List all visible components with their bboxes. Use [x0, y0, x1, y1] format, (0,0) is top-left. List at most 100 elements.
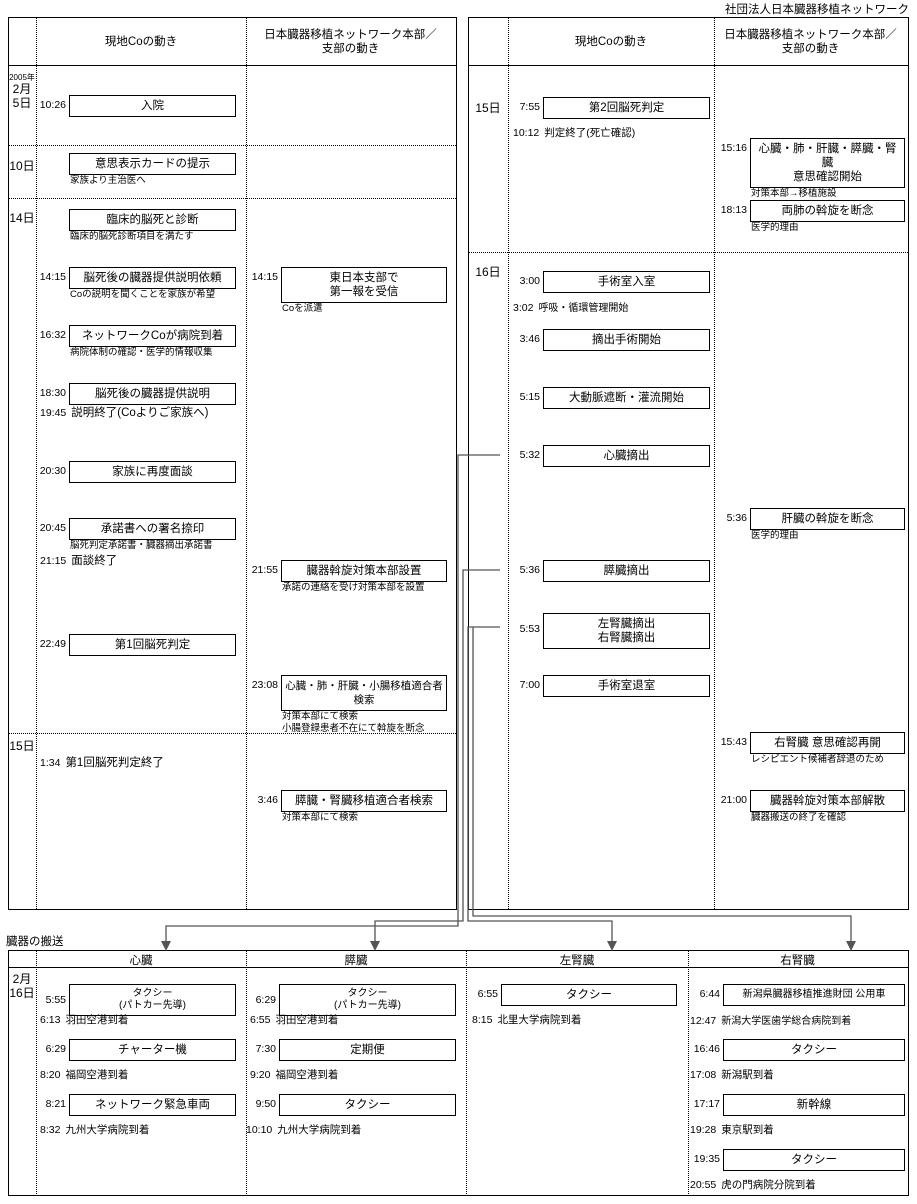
- event-time: 5:36: [726, 512, 747, 524]
- transport-heart-leg-2[interactable]: 6:29 チャーター機: [46, 1039, 236, 1061]
- arrival-time: 12:47: [690, 1015, 717, 1027]
- event-hq-intent-confirmation-start[interactable]: 15:16 心臓・肺・肝臓・膵臓・腎臓 意思確認開始 対策本部→移植施設: [721, 138, 905, 200]
- leg-box[interactable]: タクシー: [723, 1149, 905, 1171]
- event-box[interactable]: 心臓・肺・肝臓・膵臓・腎臓 意思確認開始: [750, 138, 905, 188]
- event-heart-procurement[interactable]: 5:32 心臓摘出: [520, 445, 710, 467]
- event-box[interactable]: 臓器斡旋対策本部解散: [750, 790, 905, 812]
- event-donation-explanation-request[interactable]: 14:15 脳死後の臓器提供説明依頼 Coの説明を聞くことを家族が希望: [40, 267, 236, 301]
- event-box[interactable]: 右腎臓 意思確認再開: [750, 732, 905, 754]
- event-box[interactable]: 両肺の斡旋を断念: [750, 200, 905, 222]
- event-hq-right-kidney-reconfirm[interactable]: 15:43 右腎臓 意思確認再開 レシピエント候補者辞退のため: [721, 732, 905, 766]
- event-box[interactable]: 脳死後の臓器提供説明: [69, 383, 236, 405]
- event-aortic-clamp-perfusion[interactable]: 5:15 大動脈遮断・灌流開始: [520, 387, 710, 409]
- transport-right-kidney-leg-3[interactable]: 17:17 新幹線: [694, 1094, 905, 1116]
- event-note: 承諾の連絡を受け対策本部を設置: [282, 582, 425, 593]
- event-box[interactable]: 大動脈遮断・灌流開始: [543, 387, 710, 409]
- event-donation-explanation[interactable]: 18:30 脳死後の臓器提供説明: [40, 383, 236, 405]
- transport-right-kidney-leg-4[interactable]: 19:35 タクシー: [694, 1149, 905, 1171]
- event-box[interactable]: 臨床的脳死と診断: [69, 209, 236, 231]
- event-time: 18:13: [720, 204, 747, 216]
- event-hq-recipient-search-1[interactable]: 23:08 心臓・肺・肝臓・小腸移植適合者検索 対策本部にて検索 小腸登録患者不…: [252, 675, 447, 735]
- event-text: 説明終了(Coよりご家族へ): [71, 407, 209, 419]
- header-date-col: [469, 18, 508, 66]
- event-donor-card[interactable]: 意思表示カードの提示 家族より主治医へ: [69, 153, 236, 187]
- event-first-brain-death-test[interactable]: 22:49 第1回脳死判定: [40, 634, 236, 656]
- transport-heart-leg-3[interactable]: 8:21 ネットワーク緊急車両: [46, 1094, 236, 1116]
- event-box[interactable]: 家族に再度面談: [69, 461, 236, 483]
- leg-box[interactable]: 新潟県臓器移植推進財団 公用車: [723, 984, 905, 1006]
- event-box[interactable]: 東日本支部で 第一報を受信: [281, 267, 447, 303]
- event-consent-signature[interactable]: 20:45 承諾書への署名捺印 脳死判定承諾書・臓器摘出承諾書: [40, 518, 236, 552]
- event-leave-operating-room[interactable]: 7:00 手術室退室: [520, 675, 710, 697]
- arrival-time: 19:28: [690, 1124, 717, 1136]
- leg-box[interactable]: チャーター機: [69, 1039, 236, 1061]
- leg-box[interactable]: タクシー: [723, 1039, 905, 1061]
- event-hq-lungs-declined[interactable]: 18:13 両肺の斡旋を断念 医学的理由: [721, 200, 905, 234]
- event-box[interactable]: 意思表示カードの提示: [69, 153, 236, 175]
- event-box[interactable]: 入院: [69, 95, 236, 117]
- event-network-co-arrival[interactable]: 16:32 ネットワークCoが病院到着 病院体制の確認・医学的情報収集: [40, 325, 236, 359]
- arrival-text: 虎の門病院分院到着: [721, 1179, 816, 1191]
- transport-pancreas-leg-2[interactable]: 7:30 定期便: [256, 1039, 456, 1061]
- arrival-text: 福岡空港到着: [275, 1069, 339, 1081]
- transport-right-kidney-leg-1[interactable]: 6:44 新潟県臓器移植推進財団 公用車: [700, 984, 905, 1006]
- transport-pancreas-leg-1[interactable]: 6:29 タクシー (パトカー先導): [256, 984, 456, 1016]
- leg-box[interactable]: タクシー: [501, 984, 677, 1006]
- event-box[interactable]: 摘出手術開始: [543, 329, 710, 351]
- leg-box[interactable]: 新幹線: [723, 1094, 905, 1116]
- event-box[interactable]: ネットワークCoが病院到着: [69, 325, 236, 347]
- leg-box[interactable]: 定期便: [279, 1039, 456, 1061]
- transport-header-heart: 心臓: [129, 954, 153, 967]
- organization-title: 社団法人日本臓器移植ネットワーク: [725, 4, 909, 16]
- event-hq-recipient-search-2[interactable]: 3:46 膵臓・腎臓移植適合者検索 対策本部にて検索: [258, 790, 447, 824]
- event-box[interactable]: 承諾書への署名捺印: [69, 518, 236, 540]
- event-box[interactable]: 肝臓の斡旋を断念: [750, 508, 905, 530]
- event-clinical-brain-death[interactable]: 臨床的脳死と診断 臨床的脳死診断項目を満たす: [69, 209, 236, 243]
- event-hq-taskforce-dissolved[interactable]: 21:00 臓器斡旋対策本部解散 臓器搬送の終了を確認: [721, 790, 905, 824]
- leg-box[interactable]: ネットワーク緊急車両: [69, 1094, 236, 1116]
- event-box[interactable]: 心臓・肺・肝臓・小腸移植適合者検索: [281, 675, 447, 711]
- event-hq-taskforce-setup[interactable]: 21:55 臓器斡旋対策本部設置 承諾の連絡を受け対策本部を設置: [252, 560, 447, 594]
- transport-heart-leg-1[interactable]: 5:55 タクシー (パトカー先導): [46, 984, 236, 1016]
- transport-right-kidney-leg-2[interactable]: 16:46 タクシー: [694, 1039, 905, 1061]
- arrival-text: 新潟駅到着: [721, 1069, 774, 1081]
- arrival-time: 8:32: [40, 1124, 61, 1136]
- event-box[interactable]: 第1回脳死判定: [69, 634, 236, 656]
- event-box[interactable]: 臓器斡旋対策本部設置: [281, 560, 447, 582]
- event-box[interactable]: 心臓摘出: [543, 445, 710, 467]
- event-box[interactable]: 膵臓摘出: [543, 560, 710, 582]
- event-hq-liver-declined[interactable]: 5:36 肝臓の斡旋を断念 医学的理由: [727, 508, 905, 542]
- event-enter-operating-room[interactable]: 3:00 手術室入室: [520, 271, 710, 293]
- leg-time: 16:46: [693, 1043, 720, 1055]
- event-time: 10:12: [513, 127, 540, 139]
- column-divider-date: [508, 18, 509, 909]
- event-family-meeting[interactable]: 20:30 家族に再度面談: [40, 461, 236, 483]
- event-pancreas-procurement[interactable]: 5:36 膵臓摘出: [520, 560, 710, 582]
- event-box[interactable]: 脳死後の臓器提供説明依頼: [69, 267, 236, 289]
- event-box[interactable]: 第2回脳死判定: [543, 97, 710, 119]
- event-text: 判定終了(死亡確認): [544, 127, 636, 139]
- event-box[interactable]: 膵臓・腎臓移植適合者検索: [281, 790, 447, 812]
- leg-box[interactable]: タクシー (パトカー先導): [69, 984, 236, 1016]
- event-admission[interactable]: 10:26 入院: [40, 95, 236, 117]
- leg-time: 5:55: [45, 994, 66, 1006]
- event-time: 1:34: [40, 757, 61, 769]
- transport-pancreas-leg-3[interactable]: 9:50 タクシー: [256, 1094, 456, 1116]
- event-time: 20:45: [39, 522, 66, 534]
- event-kidney-procurement[interactable]: 5:53 左腎臓摘出 右腎臓摘出: [520, 613, 710, 649]
- event-box[interactable]: 手術室入室: [543, 271, 710, 293]
- date-label-feb14: 14日: [9, 211, 35, 225]
- event-box[interactable]: 手術室退室: [543, 675, 710, 697]
- leg-box[interactable]: タクシー (パトカー先導): [279, 984, 456, 1016]
- event-hq-first-report[interactable]: 14:15 東日本支部で 第一報を受信 Coを派遣: [252, 267, 447, 315]
- leg-box[interactable]: タクシー: [279, 1094, 456, 1116]
- transport-left-kidney-leg-1[interactable]: 6:55 タクシー: [478, 984, 677, 1006]
- event-box[interactable]: 左腎臓摘出 右腎臓摘出: [543, 613, 710, 649]
- event-procurement-surgery-start[interactable]: 3:46 摘出手術開始: [520, 329, 710, 351]
- event-second-brain-death-test[interactable]: 7:55 第2回脳死判定: [520, 97, 710, 119]
